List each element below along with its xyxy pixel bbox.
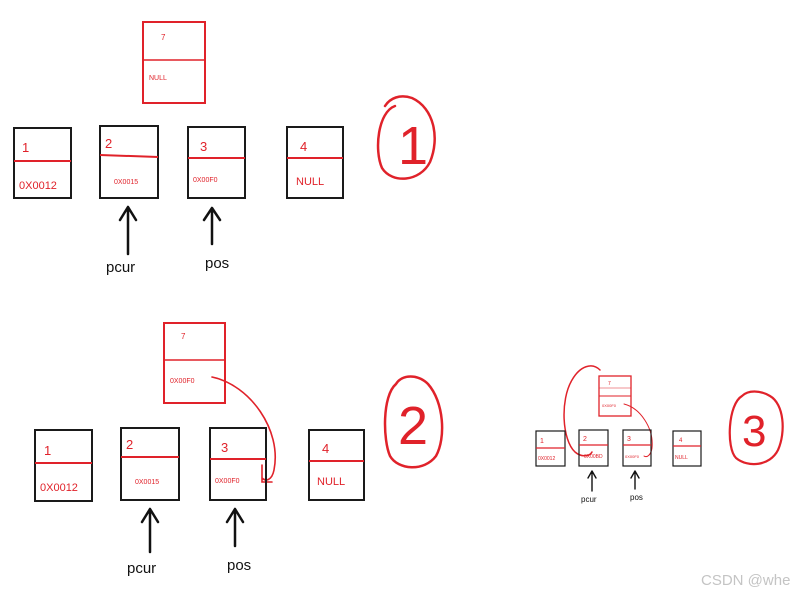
new-node-value: 7	[608, 381, 611, 387]
node-next: NULL	[296, 176, 324, 188]
new-node-link-arrow	[623, 403, 653, 458]
pointer-pcur: pcur	[581, 470, 597, 504]
new-node: 7 0X00F0	[598, 375, 632, 417]
pointer-pcur: pcur	[127, 507, 160, 577]
node-next: 0X00F0	[625, 454, 640, 459]
pointer-pos: pos	[630, 470, 643, 502]
node-value: 3	[221, 440, 228, 455]
pointer-label: pcur	[127, 560, 156, 577]
step-number: 2	[398, 396, 428, 456]
pointer-label: pos	[630, 493, 643, 502]
node-next: 0X00F0	[193, 177, 218, 184]
step-number-badge: 1	[376, 95, 436, 180]
list-node: 1 0X0012	[34, 429, 93, 502]
node-next: 0X00BD	[584, 454, 603, 460]
node-value: 4	[300, 139, 307, 154]
new-node-next: NULL	[149, 75, 167, 82]
node-value: 2	[583, 436, 587, 443]
node-value: 3	[200, 139, 207, 154]
node-next: NULL	[317, 476, 345, 488]
step-3: 7 0X00F0 1 0X0012 2 0X00BD 3 0X00F0 4 NU…	[535, 365, 784, 504]
pointer-label: pcur	[581, 495, 597, 504]
step-2: 7 0X00F0 1 0X0012 2 0X0015 3 0X00F0 4 NU	[34, 322, 444, 577]
pointer-pos: pos	[225, 507, 251, 574]
node-next: 0X0015	[135, 479, 159, 486]
new-node-value: 7	[161, 33, 166, 42]
node-next: 0X0015	[114, 179, 138, 186]
step-1: 7 NULL 1 0X0012 2 0X0015 3 0X00F0 4	[13, 21, 436, 276]
list-node: 2 0X0015	[99, 125, 159, 199]
node-next: NULL	[675, 455, 688, 461]
watermark-text: CSDN @whe	[701, 572, 791, 589]
pointer-label: pos	[227, 557, 251, 574]
node-value: 1	[540, 438, 544, 445]
list-node: 3 0X00F0	[187, 126, 246, 199]
step-number-badge: 2	[383, 375, 444, 469]
pointer-label: pos	[205, 255, 229, 272]
list-node: 2 0X00BD	[578, 429, 609, 467]
list-node: 3 0X00F0	[209, 427, 267, 501]
pointer-label: pcur	[106, 259, 135, 276]
relink-loop	[563, 365, 601, 457]
pointer-pos: pos	[202, 206, 229, 272]
node-next: 0X0012	[19, 180, 57, 192]
new-node-next: 0X00F0	[602, 403, 617, 408]
list-node: 3 0X00F0	[622, 429, 652, 467]
node-next: 0X0012	[538, 456, 555, 462]
list-node: 4 NULL	[672, 430, 702, 467]
pointer-pcur: pcur	[106, 205, 138, 276]
node-value: 2	[105, 136, 112, 151]
node-value: 1	[22, 140, 29, 155]
node-value: 3	[627, 436, 631, 443]
step-number: 3	[742, 407, 766, 456]
list-node: 4 NULL	[286, 126, 344, 199]
list-node: 1 0X0012	[13, 127, 72, 199]
node-value: 4	[322, 441, 329, 456]
list-node: 4 NULL	[308, 429, 365, 501]
node-value: 4	[679, 438, 683, 444]
new-node-link-arrow	[211, 376, 276, 483]
node-value: 1	[44, 443, 51, 458]
list-node: 1 0X0012	[535, 430, 566, 467]
new-node-next: 0X00F0	[170, 378, 195, 385]
new-node: 7 NULL	[142, 21, 206, 104]
step-number-badge: 3	[728, 390, 784, 466]
node-next: 0X0012	[40, 482, 78, 494]
node-value: 2	[126, 437, 133, 452]
list-node: 2 0X0015	[120, 427, 180, 501]
node-next: 0X00F0	[215, 478, 240, 485]
new-node-value: 7	[181, 332, 186, 341]
new-node: 7 0X00F0	[163, 322, 226, 404]
step-number: 1	[398, 116, 428, 176]
